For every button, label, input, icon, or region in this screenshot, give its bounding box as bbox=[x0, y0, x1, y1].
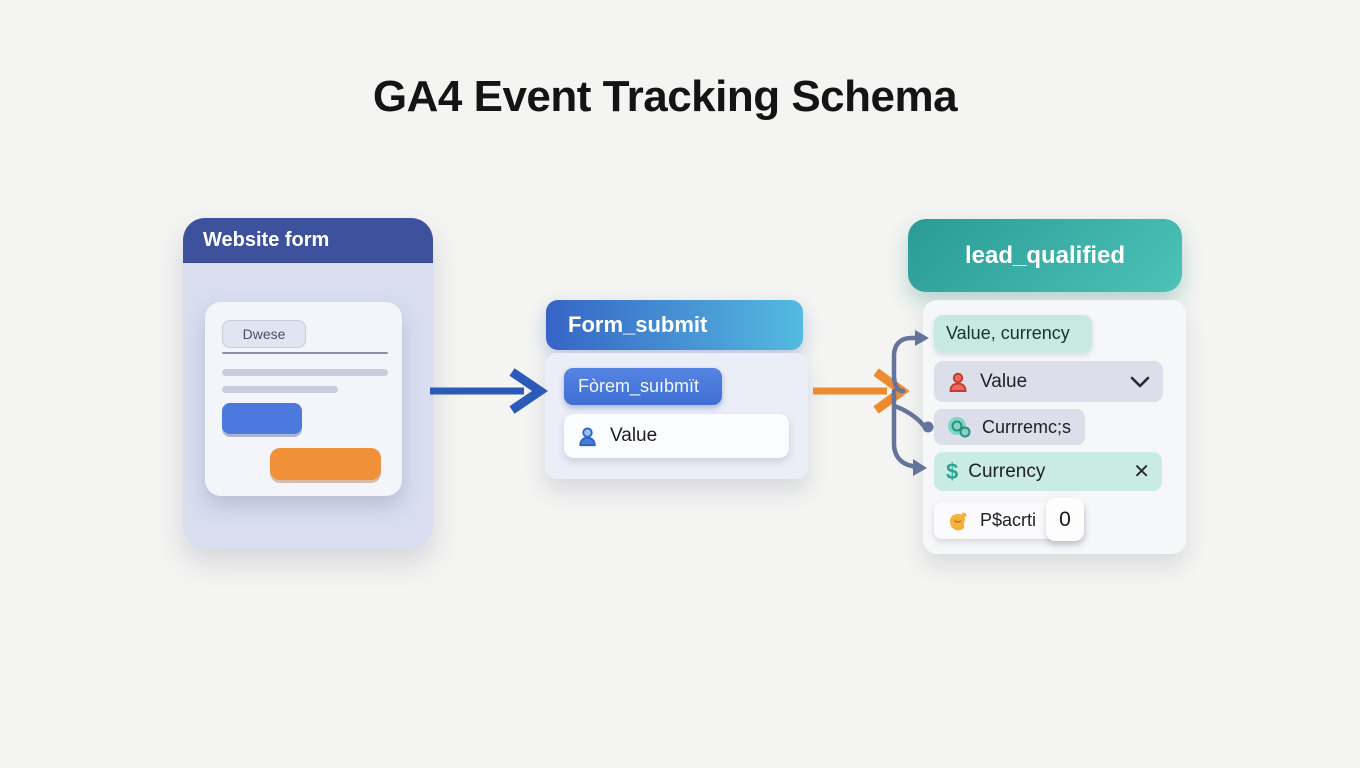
close-icon: ✕ bbox=[1133, 461, 1150, 483]
lead-qualified-card-header: lead_qualified bbox=[908, 219, 1182, 292]
params-summary-label: Value, currency bbox=[946, 323, 1070, 343]
website-form-card: Website form Dwese bbox=[183, 218, 433, 548]
params-summary-pill: Value, currency bbox=[934, 315, 1092, 352]
slate-connectors bbox=[891, 335, 926, 470]
orange-arrow bbox=[813, 368, 910, 414]
partial-row-label: P$acrti bbox=[980, 510, 1037, 530]
mock-orange-submit-button bbox=[270, 448, 381, 480]
partial-row: P$acrti 0 bbox=[934, 498, 1084, 541]
chevron-down-icon bbox=[1129, 375, 1151, 389]
dollar-icon: $ bbox=[946, 458, 959, 484]
coins-icon bbox=[948, 417, 971, 438]
mock-form-panel: Dwese bbox=[205, 302, 402, 496]
currency-row-label: Currency bbox=[968, 460, 1046, 482]
form-submit-card-body: Fòrem_suıbmït Value bbox=[545, 353, 808, 479]
form-submit-card-header: Form_submit bbox=[546, 300, 803, 350]
page-title: GA4 Event Tracking Schema bbox=[372, 72, 958, 121]
currency-row: $ Currency ✕ bbox=[934, 452, 1162, 491]
value-row-label: Value bbox=[980, 370, 1028, 392]
person-red-icon bbox=[949, 372, 967, 392]
currency-alt-row-label: Currremc;s bbox=[982, 416, 1071, 437]
mock-blue-button bbox=[222, 403, 302, 434]
text-placeholder-bar bbox=[222, 369, 388, 376]
website-form-card-header: Website form bbox=[183, 218, 433, 263]
blue-arrow bbox=[430, 368, 549, 414]
value-parameter-label: Value bbox=[610, 425, 658, 446]
currency-alt-row: Currremc;s bbox=[934, 409, 1085, 445]
form-field-underline bbox=[222, 352, 388, 354]
value-row: Value bbox=[934, 361, 1163, 402]
form-field-label-chip: Dwese bbox=[222, 320, 306, 348]
gold-blob-icon bbox=[950, 512, 967, 530]
value-parameter-row: Value bbox=[564, 414, 789, 458]
event-name-pill: Fòrem_suıbmït bbox=[564, 368, 722, 405]
lead-qualified-card-body: Value, currency Value Currremc;s $ Curre… bbox=[923, 300, 1186, 554]
person-icon bbox=[579, 426, 596, 446]
text-placeholder-bar bbox=[222, 386, 338, 393]
count-badge: 0 bbox=[1046, 498, 1084, 541]
